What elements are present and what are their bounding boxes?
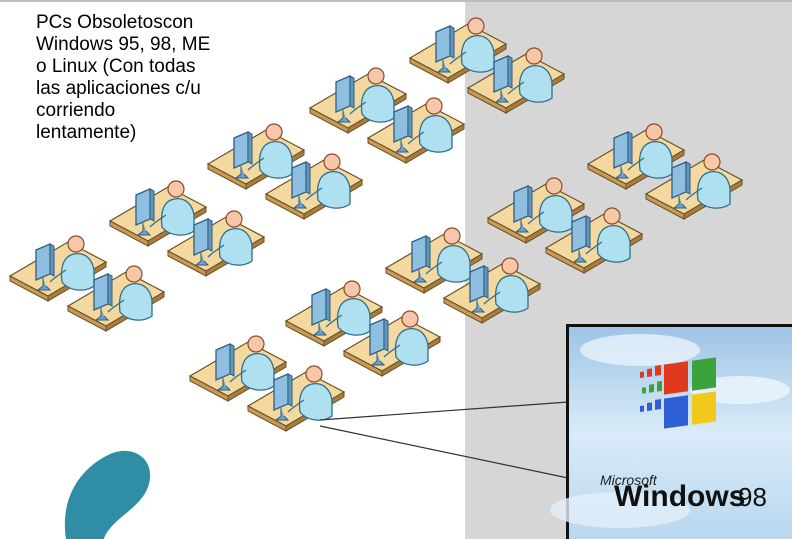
brand-small: Microsoft bbox=[600, 472, 658, 488]
decorative-shape bbox=[64, 450, 151, 539]
workstation-icon bbox=[286, 281, 440, 376]
workstation-icon bbox=[110, 181, 264, 276]
caption-text: PCs Obsoletoscon Windows 95, 98, ME o Li… bbox=[36, 12, 211, 143]
workstation-icon bbox=[190, 336, 344, 431]
windows-flag-icon bbox=[640, 357, 716, 429]
callout-line bbox=[319, 425, 569, 479]
workstation-icon bbox=[10, 236, 164, 331]
workstation-icon bbox=[310, 68, 464, 163]
callout-line bbox=[319, 401, 569, 421]
brand-version: 98 bbox=[738, 482, 767, 512]
windows98-screenshot: Microsoft Windows 98 bbox=[550, 324, 792, 539]
brand-large: Windows bbox=[614, 480, 745, 513]
